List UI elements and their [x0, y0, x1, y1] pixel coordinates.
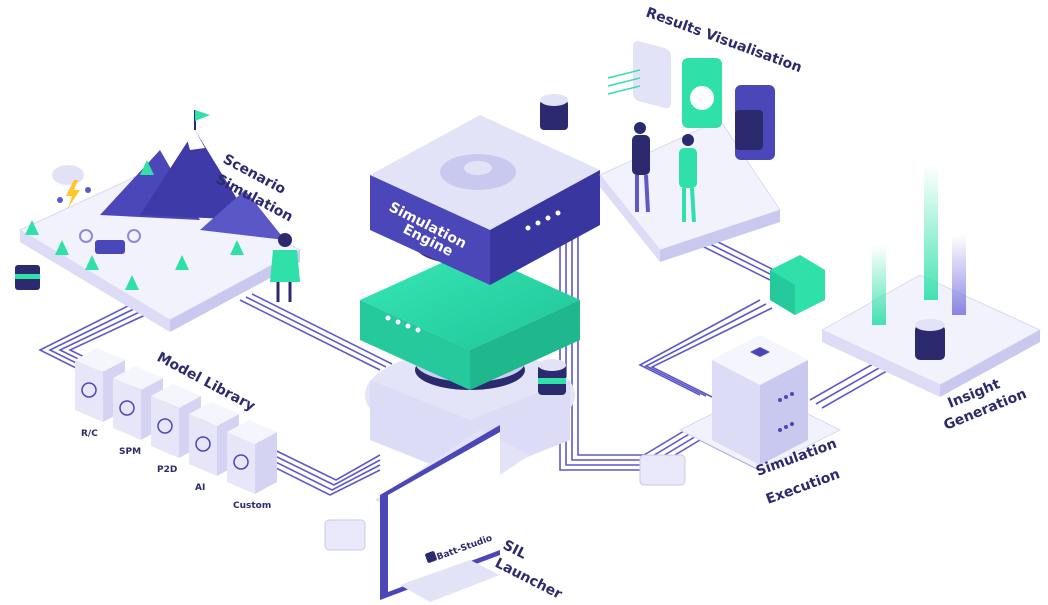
model-icon — [157, 418, 173, 434]
sil-label: SIL Launcher — [492, 537, 564, 602]
model-block-label: SPM — [119, 447, 141, 457]
results-platform — [599, 41, 781, 262]
model-block-label: AI — [195, 483, 205, 493]
model-block-label: Custom — [233, 501, 271, 511]
model-icon — [81, 382, 97, 398]
insight-platform — [820, 165, 1042, 397]
model-icon — [119, 400, 135, 416]
model-block-label: P2D — [157, 465, 177, 475]
model-icon — [195, 436, 211, 452]
sil-label-line2: Launcher — [492, 555, 564, 602]
model-block-custom: Custom — [227, 420, 277, 511]
simulation-engine — [360, 94, 600, 480]
model-icon — [233, 454, 249, 470]
scenario-platform — [15, 110, 302, 332]
model-library: R/C SPM P2D AI Custom — [75, 348, 277, 511]
model-block-label: R/C — [81, 429, 98, 439]
simulation-execution — [639, 255, 842, 486]
sil-launcher: Batt-Studio — [324, 425, 530, 602]
